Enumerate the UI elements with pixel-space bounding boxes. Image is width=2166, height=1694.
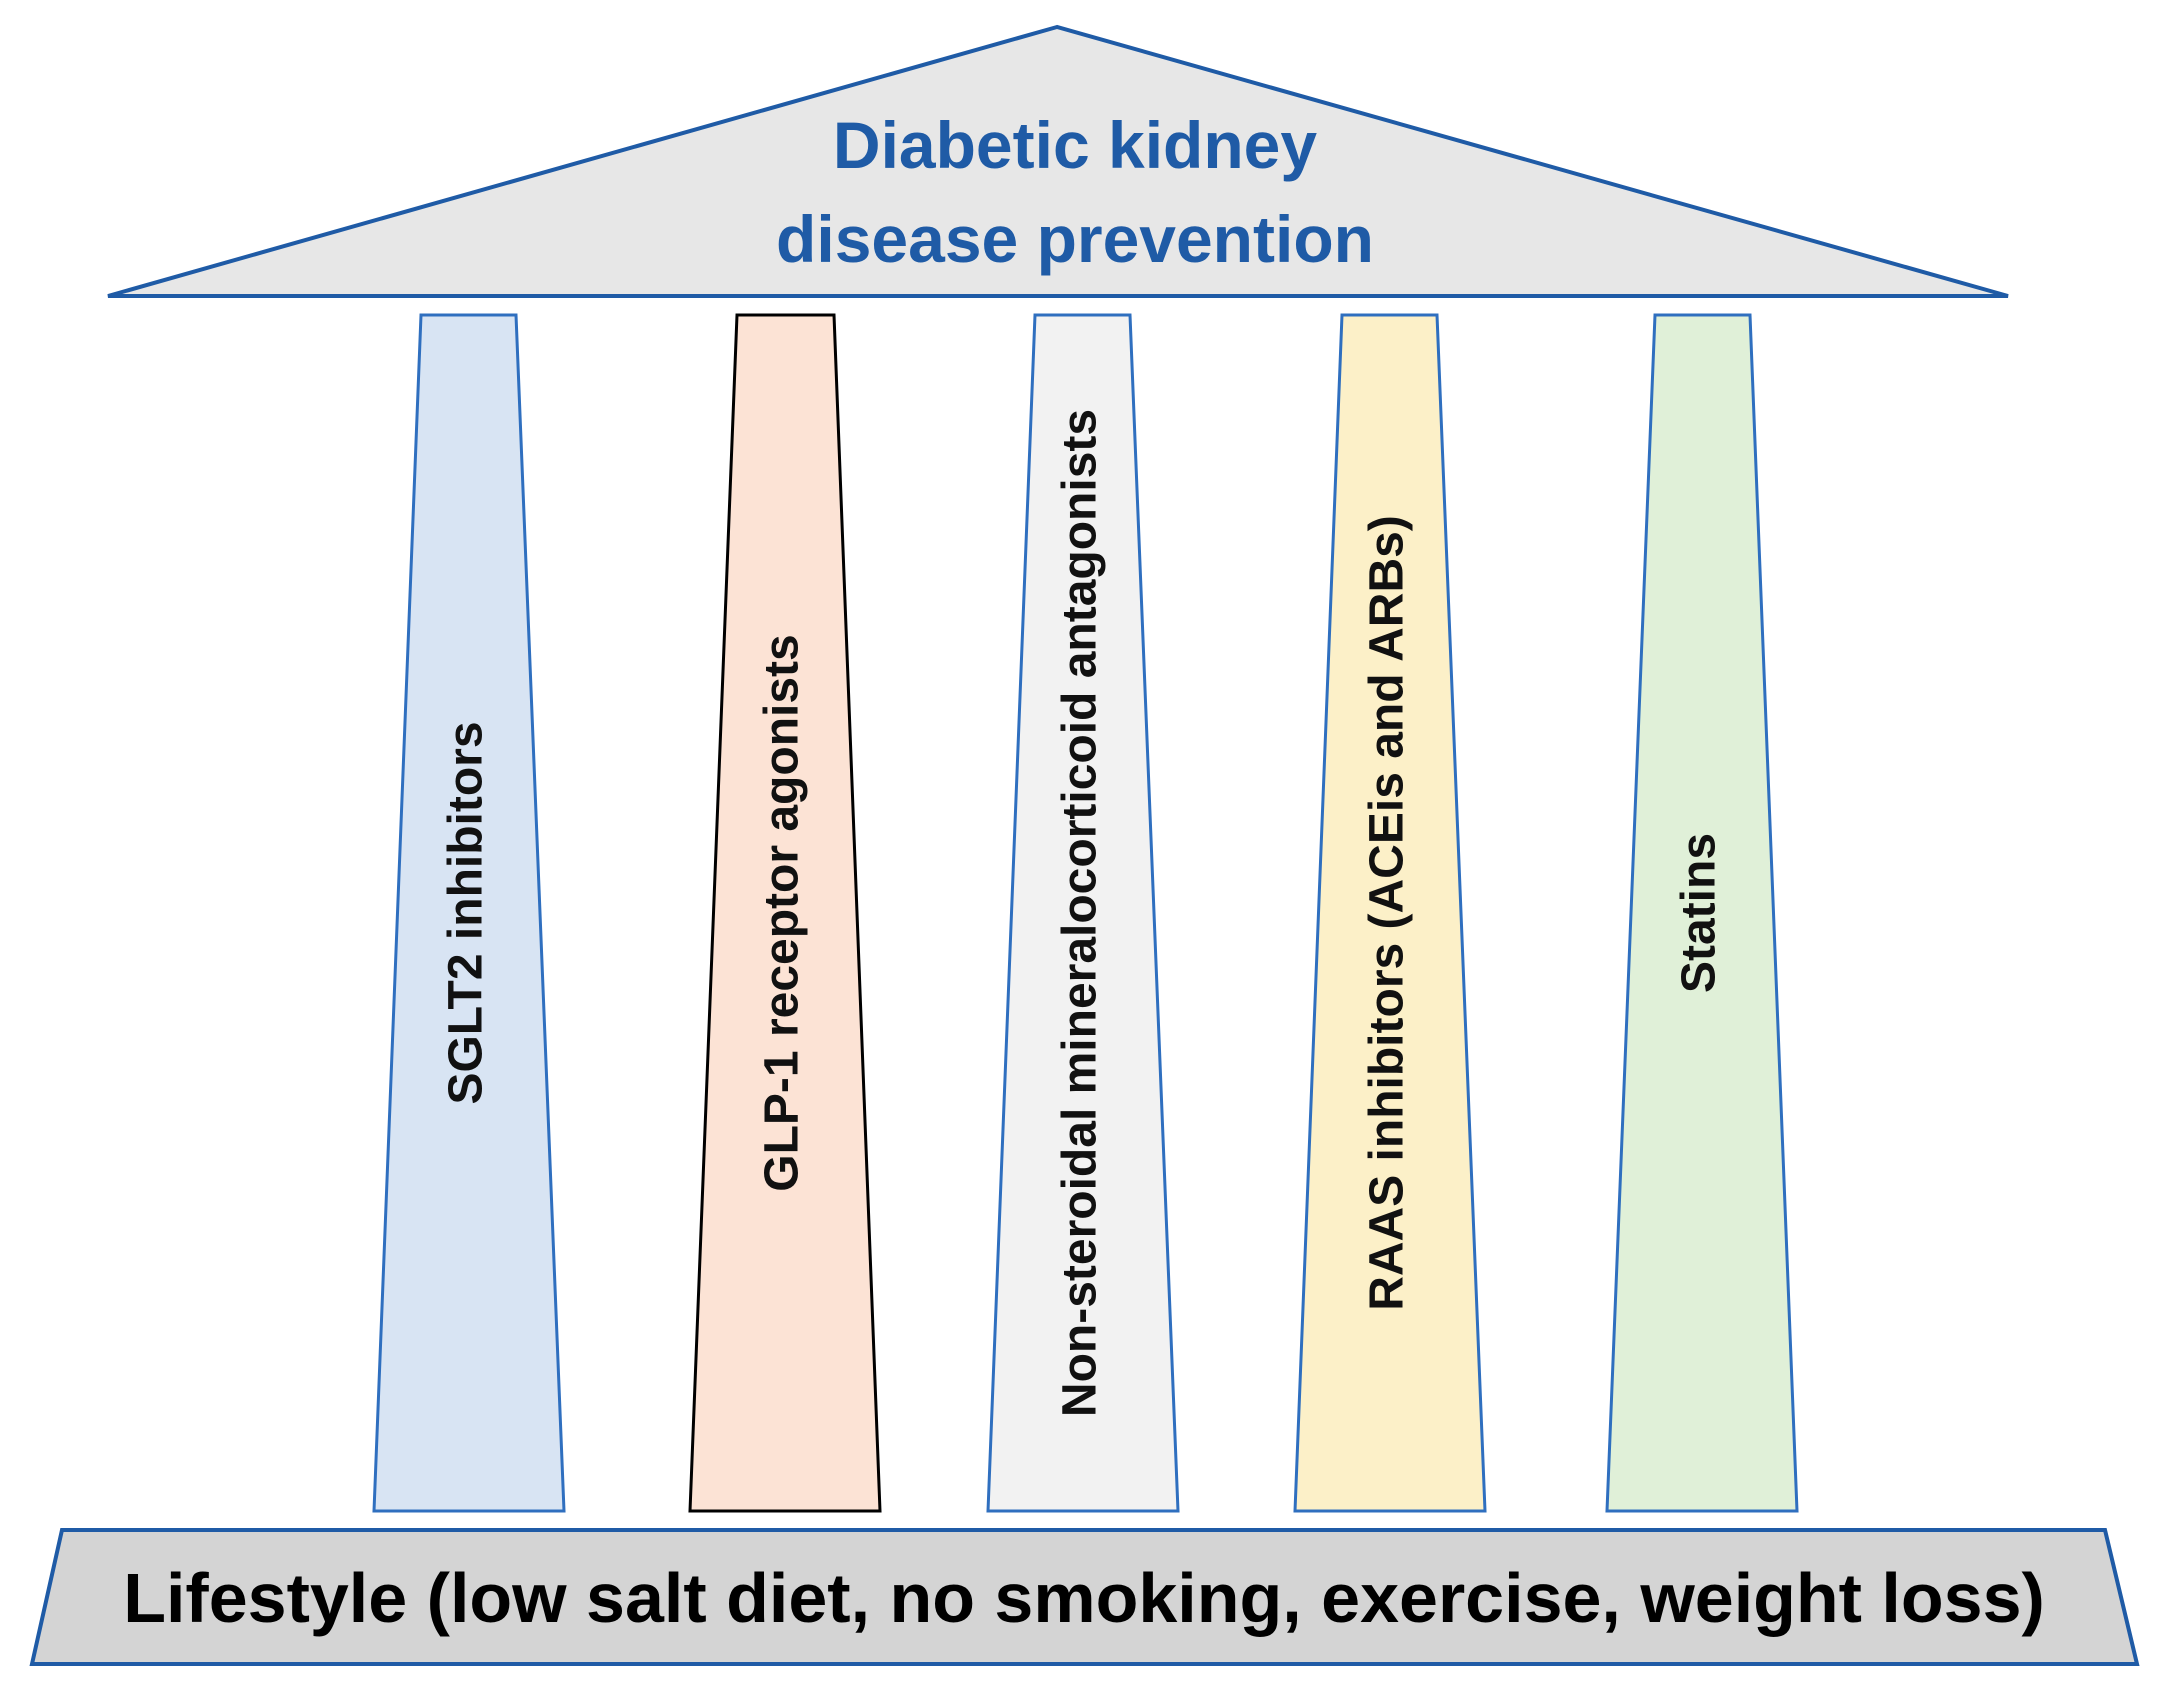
pillar-shape <box>688 313 882 1513</box>
pillar-label: RAAS inhibitors (ACEis and ARBs) <box>1361 515 1414 1311</box>
base-label: Lifestyle (low salt diet, no smoking, ex… <box>123 1559 2045 1637</box>
pillar-shape <box>1605 313 1799 1513</box>
pillar-label: Non-steroidal mineralocorticoid antagoni… <box>1054 409 1107 1417</box>
base: Lifestyle (low salt diet, no smoking, ex… <box>29 1528 2140 1666</box>
pillar-sglt2-inhibitors: SGLT2 inhibitors <box>372 313 566 1513</box>
roof-title-line-2: disease prevention <box>776 202 1374 276</box>
pillar-label: SGLT2 inhibitors <box>440 721 493 1104</box>
roof-title-line-1: Diabetic kidney <box>833 108 1317 182</box>
base-platform <box>29 1528 2140 1666</box>
roof: Diabetic kidney disease prevention <box>107 24 2009 298</box>
pillars: SGLT2 inhibitors GLP-1 receptor agonists… <box>372 313 1799 1513</box>
pillar-shape <box>372 313 566 1513</box>
pillar-raas-inhibitors: RAAS inhibitors (ACEis and ARBs) <box>1293 313 1487 1513</box>
pillar-label: GLP-1 receptor agonists <box>756 634 809 1191</box>
pillar-shape <box>986 313 1180 1513</box>
pillar-statins: Statins <box>1605 313 1799 1513</box>
pillar-shape <box>1293 313 1487 1513</box>
roof-triangle <box>107 24 2009 298</box>
pillar-glp1-receptor-agonists: GLP-1 receptor agonists <box>688 313 882 1513</box>
pillar-non-steroidal-mra: Non-steroidal mineralocorticoid antagoni… <box>986 313 1180 1513</box>
pillar-label: Statins <box>1673 833 1726 993</box>
